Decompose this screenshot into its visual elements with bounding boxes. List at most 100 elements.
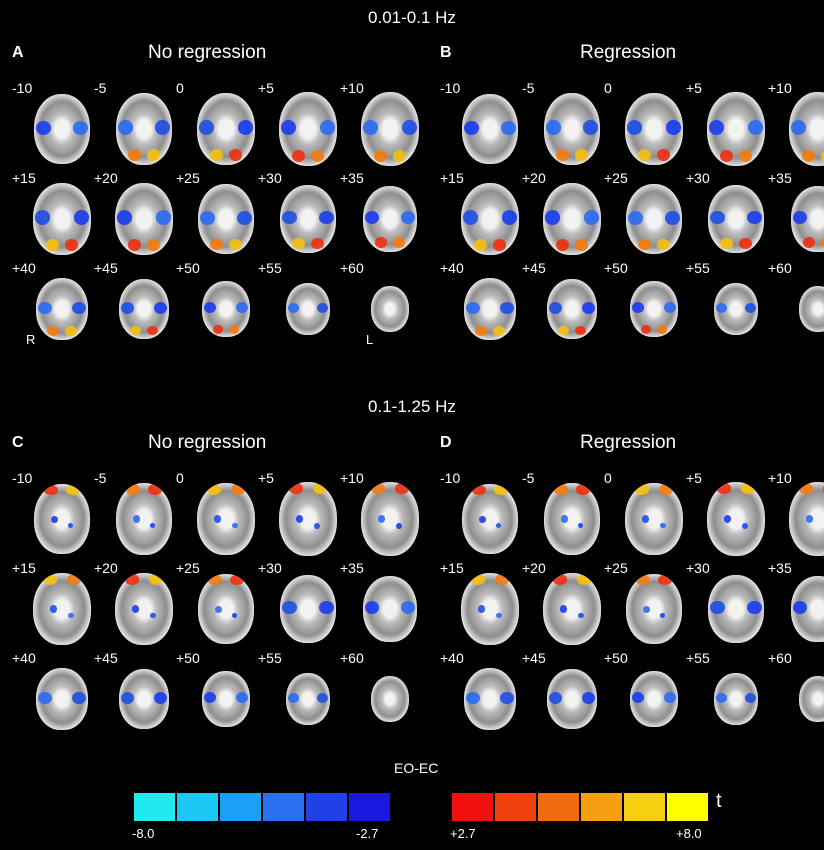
brain-slice — [202, 671, 250, 727]
positive-colorbar-swatch — [581, 793, 624, 821]
brain-slice — [36, 278, 88, 340]
negative-activation — [715, 692, 728, 704]
negative-activation — [214, 605, 222, 613]
negative-activation — [478, 515, 486, 523]
positive-activation — [658, 484, 673, 495]
positive-activation — [720, 238, 733, 249]
brain-slice — [799, 286, 824, 332]
slice-label: 0 — [604, 80, 612, 96]
positive-activation — [128, 149, 141, 161]
slice-label: +10 — [768, 80, 792, 96]
negative-activation — [237, 120, 253, 135]
orientation-right-label: R — [26, 332, 36, 347]
colorbar-unit: t — [716, 790, 722, 812]
positive-activation — [740, 483, 755, 494]
positive-activation — [147, 239, 161, 251]
negative-activation — [744, 692, 757, 704]
negative-activation — [401, 120, 417, 135]
brain-slice — [626, 574, 682, 644]
orientation-left-label: L — [366, 332, 374, 347]
brain-slice — [280, 575, 336, 643]
negative-activation — [744, 302, 757, 314]
negative-colorbar-swatch — [134, 793, 177, 821]
negative-activation — [319, 210, 334, 225]
positive-activation — [636, 575, 650, 586]
negative-activation — [296, 515, 304, 523]
slice-label: +55 — [258, 260, 282, 276]
slice-label: +50 — [604, 260, 628, 276]
negative-activation — [154, 691, 167, 704]
negative-activation — [659, 522, 666, 529]
negative-colorbar-swatch — [263, 793, 306, 821]
slice-label: -10 — [12, 470, 33, 486]
brain-slice — [462, 94, 518, 164]
negative-activation — [659, 612, 666, 619]
negative-activation — [121, 301, 134, 314]
negative-activation — [663, 302, 677, 314]
negative-activation — [35, 210, 51, 225]
brain-slice — [630, 671, 678, 727]
negative-activation — [203, 302, 217, 314]
positive-activation — [148, 484, 162, 495]
negative-colorbar-swatch — [177, 793, 220, 821]
positive-activation — [289, 483, 304, 494]
positive-activation — [799, 483, 814, 494]
slice-label: +30 — [686, 560, 710, 576]
negative-colorbar-swatch — [306, 793, 349, 821]
positive-activation — [635, 484, 650, 495]
negative-activation — [724, 515, 732, 523]
section-title-low-freq: 0.01-0.1 Hz — [368, 8, 456, 27]
negative-activation — [583, 210, 599, 225]
brain-slice — [714, 283, 758, 335]
negative-activation — [464, 120, 479, 135]
slice-label: +40 — [440, 260, 464, 276]
negative-activation — [478, 605, 486, 613]
positive-activation — [291, 149, 305, 162]
brain-slice — [630, 281, 678, 337]
brain-slice — [116, 483, 172, 555]
negative-activation — [747, 210, 762, 225]
positive-activation — [575, 325, 586, 336]
brain-slice — [547, 279, 597, 339]
negative-activation — [235, 692, 249, 704]
brain-slice — [461, 573, 519, 645]
positive-activation — [43, 574, 58, 585]
slice-label: +15 — [12, 560, 36, 576]
slice-label: +15 — [440, 560, 464, 576]
negative-activation — [791, 120, 807, 135]
positive-activation — [472, 485, 486, 496]
brain-slice — [280, 185, 336, 253]
brain-slice — [202, 281, 250, 337]
neg-min-tick: -8.0 — [132, 826, 155, 841]
slice-label: +25 — [176, 560, 200, 576]
negative-activation — [546, 120, 561, 135]
slice-label: +40 — [12, 260, 36, 276]
negative-activation — [231, 612, 238, 619]
negative-activation — [545, 210, 561, 225]
negative-activation — [200, 210, 215, 225]
brain-slice — [371, 286, 409, 332]
negative-activation — [118, 120, 133, 135]
slice-label: -10 — [440, 470, 461, 486]
brain-slice — [791, 186, 824, 252]
negative-activation — [466, 301, 480, 314]
brain-slice — [707, 482, 765, 556]
slice-label: 0 — [176, 80, 184, 96]
slice-label: +20 — [94, 170, 118, 186]
negative-activation — [665, 120, 681, 135]
positive-activation — [126, 484, 140, 495]
section-title-high-freq: 0.1-1.25 Hz — [368, 397, 456, 416]
positive-activation — [802, 237, 815, 249]
brain-slice — [543, 183, 601, 255]
negative-activation — [155, 120, 170, 135]
brain-slice — [547, 669, 597, 729]
negative-activation — [500, 691, 514, 704]
slice-label: +55 — [686, 650, 710, 666]
slice-label: +45 — [94, 650, 118, 666]
negative-activation — [642, 605, 650, 613]
brain-slice — [279, 92, 337, 166]
positive-activation — [821, 237, 824, 249]
brain-slice — [708, 575, 764, 643]
negative-activation — [549, 691, 562, 704]
positive-activation — [147, 149, 160, 161]
